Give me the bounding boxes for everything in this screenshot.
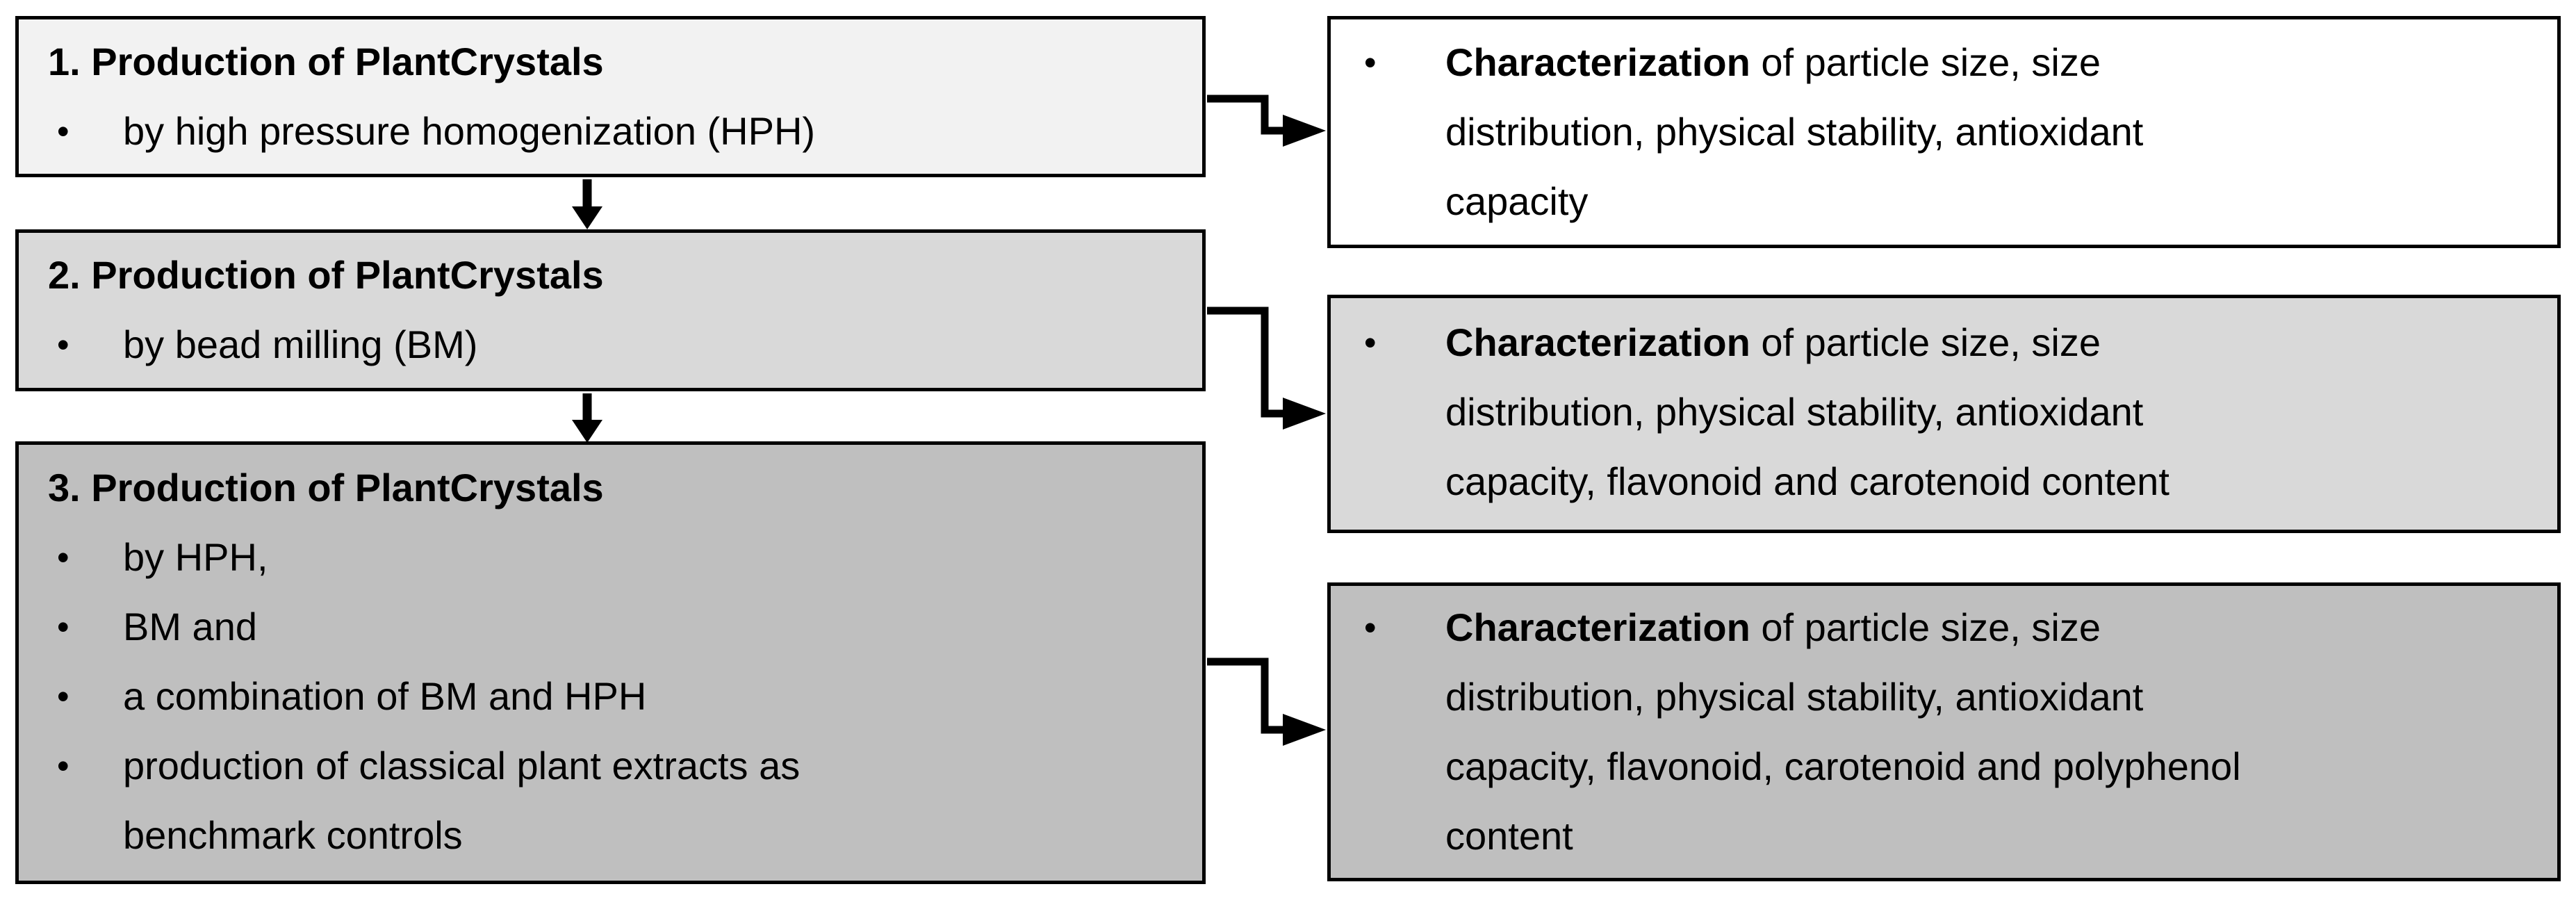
bullet-text: production of classical plant extracts a… [123,744,801,857]
bullet-icon: • [57,538,69,577]
characterization-box-1-bullet-1: • Characterization of particle size, size… [1331,28,2557,236]
down-arrow-1-icon [572,179,602,229]
bullet-icon: • [57,677,69,716]
down-arrow-2-icon [572,393,602,443]
elbow-connector-2-icon [1207,307,1326,430]
production-box-3-bullet-4: • production of classical plant extracts … [19,731,1202,870]
bullet-text: by HPH, [123,535,268,579]
bullet-text: BM and [123,605,257,648]
bullet-text: a combination of BM and HPH [123,674,647,718]
bullet-icon: • [1364,608,1377,647]
characterization-box-2: • Characterization of particle size, size… [1327,295,2561,533]
production-box-1-title: 1. Production of PlantCrystals [48,40,604,83]
characterization-lead-bold: Characterization [1445,320,1750,364]
bullet-icon: • [57,607,69,646]
elbow-connector-3-icon [1207,658,1326,746]
characterization-box-3-bullet-1: • Characterization of particle size, size… [1331,593,2557,871]
production-box-1: 1. Production of PlantCrystals • by high p… [15,16,1206,177]
production-box-3-bullet-2: • BM and [19,592,1202,662]
characterization-box-1: • Characterization of particle size, size… [1327,16,2561,248]
characterization-box-3: • Characterization of particle size, size… [1327,582,2561,881]
characterization-text: Characterization of particle size, size … [1445,40,2144,223]
production-box-3: 3. Production of PlantCrystals • by HPH, • B… [15,441,1206,884]
bullet-icon: • [1364,43,1377,82]
production-box-3-title: 3. Production of PlantCrystals [48,466,604,509]
characterization-lead-bold: Characterization [1445,40,1750,84]
bullet-icon: • [57,112,69,151]
bullet-icon: • [1364,323,1377,362]
characterization-box-2-bullet-1: • Characterization of particle size, size… [1331,308,2557,516]
production-box-3-bullet-1: • by HPH, [19,523,1202,592]
production-box-3-bullet-3: • a combination of BM and HPH [19,662,1202,731]
production-box-2-bullet-1: • by bead milling (BM) [19,310,1202,379]
bullet-text: by high pressure homogenization (HPH) [123,109,816,153]
bullet-icon: • [57,746,69,785]
bullet-text: by bead milling (BM) [123,323,478,366]
production-box-2: 2. Production of PlantCrystals • by bead m… [15,229,1206,391]
bullet-icon: • [57,325,69,364]
characterization-lead-bold: Characterization [1445,605,1750,649]
production-box-1-bullet-1: • by high pressure homogenization (HPH) [19,97,1202,166]
elbow-connector-1-icon [1207,95,1326,147]
production-box-2-title: 2. Production of PlantCrystals [48,253,604,297]
characterization-text: Characterization of particle size, size … [1445,320,2169,503]
characterization-text: Characterization of particle size, size … [1445,605,2241,858]
